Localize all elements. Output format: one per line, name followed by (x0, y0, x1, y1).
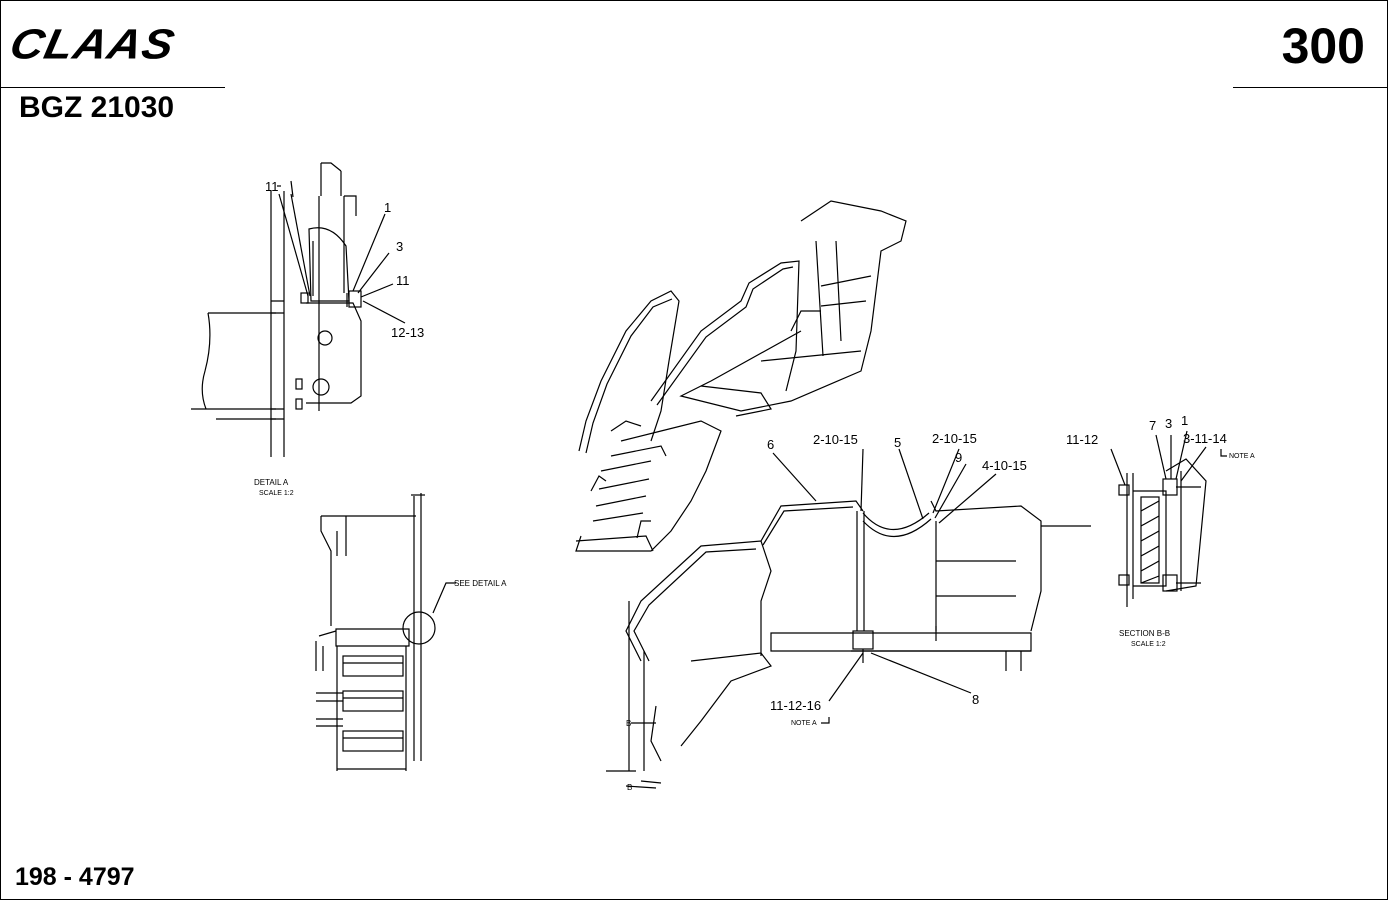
header-rule-left (1, 87, 225, 88)
detail-a-scale: SCALE 1:2 (259, 490, 294, 497)
assembly-callout-2-10-15-right: 2-10-15 (932, 431, 977, 446)
assembly-callout-2-10-15-left: 2-10-15 (813, 432, 858, 447)
header-rule-right (1233, 87, 1387, 88)
section-note-a: NOTE A (1229, 453, 1255, 460)
detail-a-callout-11-top: 11 (265, 179, 279, 194)
isometric-stairs-drawing (575, 200, 907, 552)
section-callout-3: 3 (1165, 416, 1172, 431)
side-view-drawing (315, 493, 456, 771)
assembly-note-a: NOTE A (791, 720, 817, 727)
assembly-callout-5: 5 (894, 435, 901, 450)
assembly-callout-11-12-16: 11-12-16 (770, 698, 821, 713)
part-number: BGZ 21030 (19, 91, 175, 124)
assembly-callout-9: 9 (955, 450, 962, 465)
main-assembly-drawing (606, 448, 1091, 789)
detail-a-drawing (191, 162, 406, 457)
document-number: 198 - 4797 (15, 863, 135, 891)
section-callout-1: 1 (1181, 413, 1188, 428)
assembly-callout-8: 8 (972, 692, 979, 707)
assembly-callout-4-10-15: 4-10-15 (982, 458, 1027, 473)
section-mark-b-upper: B (626, 719, 631, 728)
detail-a-callout-1: 1 (384, 200, 391, 215)
see-detail-a-label: SEE DETAIL A (454, 579, 507, 588)
section-bb-caption: SECTION B-B (1119, 629, 1170, 638)
section-callout-3-11-14: 3-11-14 (1183, 431, 1227, 446)
section-bb-scale: SCALE 1:2 (1131, 641, 1166, 648)
detail-a-caption: DETAIL A (254, 478, 289, 487)
detail-a-callout-12-13: 12-13 (391, 325, 424, 340)
page-number: 300 (1281, 18, 1365, 74)
section-bb-drawing (1110, 430, 1227, 607)
section-mark-b-lower: B (627, 783, 632, 792)
section-callout-7: 7 (1149, 418, 1156, 433)
assembly-callout-6: 6 (767, 437, 774, 452)
detail-a-callout-11: 11 (396, 273, 410, 288)
detail-a-callout-3: 3 (396, 239, 403, 254)
section-callout-11-12: 11-12 (1066, 432, 1098, 447)
